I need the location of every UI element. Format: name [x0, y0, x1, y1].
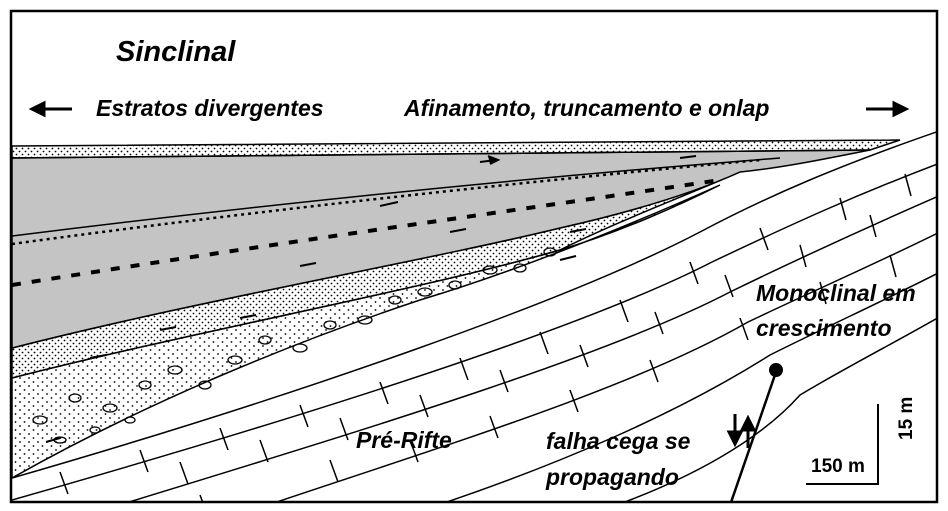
label-monocline-line1: Monoclinal em [756, 280, 916, 306]
blind-fault [729, 371, 778, 502]
fault-motion-arrows [726, 414, 757, 448]
scale-horizontal-label: 150 m [811, 456, 865, 477]
scale-vertical-label: 15 m [896, 396, 917, 440]
internal-horizons [12, 157, 781, 287]
label-divergent-strata: Estratos divergentes [96, 95, 324, 121]
gray-divergent-wedge [12, 149, 871, 349]
label-fault-line2: propagando [546, 464, 679, 490]
diagram-frame [9, 9, 939, 504]
label-pre-rift: Pré-Rifte [356, 427, 452, 453]
top-sand-layer [12, 139, 901, 159]
label-fault-line1: falha cega se [546, 428, 691, 454]
pre-rift-strata [12, 131, 936, 502]
label-thinning-onlap: Afinamento, truncamento e onlap [404, 95, 770, 121]
title-syncline: Sinclinal [116, 36, 236, 68]
onlap-arrow-right [866, 100, 910, 118]
fault-tip-point [769, 363, 783, 377]
label-monocline-line2: crescimento [756, 315, 892, 341]
scale-bar [806, 404, 879, 485]
divergent-arrow-left [28, 100, 72, 118]
onlap-arrows [45, 155, 697, 443]
